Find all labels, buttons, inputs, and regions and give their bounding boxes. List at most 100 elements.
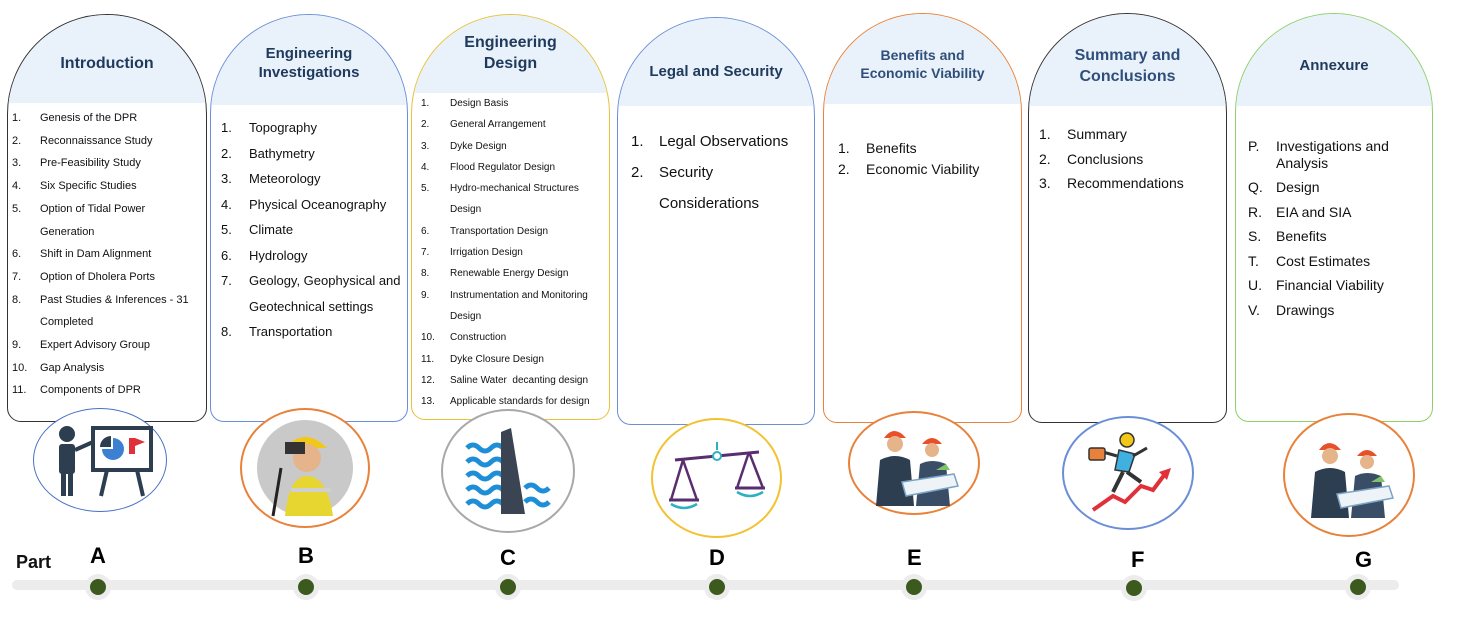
part-e-list: 1.Benefits 2.Economic Viability <box>824 104 1021 180</box>
part-d-title: Legal and Security <box>649 63 783 81</box>
list-item: 4.Physical Oceanography <box>221 196 387 212</box>
surveyor-icon <box>257 420 353 517</box>
list-item: 6.Transportation Design <box>421 225 549 237</box>
list-item: 1.Genesis of the DPR <box>12 112 138 124</box>
growth-runner-icon <box>1088 432 1171 512</box>
part-c-letter: C <box>500 545 516 570</box>
part-g-title: Annexure <box>1299 57 1369 75</box>
part-b-list: 1.Topography 2.Bathymetry 3.Meteorology … <box>211 105 407 345</box>
part-d-card: Legal and Security 1.Legal Observations … <box>617 17 815 425</box>
part-c-icon-circle <box>441 409 575 533</box>
presentation-board-icon <box>59 426 153 497</box>
list-item: 4.Flood Regulator Design <box>421 161 556 173</box>
list-item: 3.Pre-Feasibility Study <box>12 157 141 170</box>
dam-water-icon <box>465 428 551 514</box>
part-f-icon-circle <box>1062 416 1194 530</box>
list-item: 13.Applicable standards for design <box>421 396 590 408</box>
list-item: 2.Economic Viability <box>838 161 980 177</box>
engineers-icon <box>876 431 959 506</box>
list-item: 1.Design Basis <box>421 98 509 109</box>
list-item: 3.Dyke Design <box>421 140 507 152</box>
list-item: 8.Transportation <box>221 324 333 339</box>
part-c-list: 1.Design Basis 2.General Arrangement 3.D… <box>412 93 609 412</box>
part-d-title-area: Legal and Security <box>618 18 814 106</box>
part-e-letter: E <box>907 545 922 570</box>
list-item: 7.Irrigation Design <box>421 247 523 259</box>
timeline-node-g <box>1350 579 1366 595</box>
list-item: 2.Security Considerations <box>631 164 760 212</box>
part-g-list: P.Investigations and Analysis Q.Design R… <box>1236 106 1432 318</box>
part-d-letter: D <box>709 545 725 570</box>
part-c-title: Engineering Design <box>464 34 557 72</box>
list-item: 8.Renewable Energy Design <box>421 268 569 280</box>
part-e-icon-circle <box>848 411 980 515</box>
part-f-letter: F <box>1131 547 1145 572</box>
part-b-letter: B <box>298 543 314 568</box>
list-item: V.Drawings <box>1248 301 1335 318</box>
part-d-icon-circle <box>651 418 782 538</box>
timeline-node-b <box>298 579 314 595</box>
list-item: 12.Saline Water decanting design <box>421 374 589 386</box>
list-item: 5.Climate <box>221 222 294 237</box>
part-g-title-area: Annexure <box>1236 14 1432 106</box>
list-item: 7.Geology, Geophysical and Geotechnical … <box>221 273 401 314</box>
part-g-card: Annexure P.Investigations and Analysis Q… <box>1235 13 1433 422</box>
list-item: 6.Shift in Dam Alignment <box>12 248 152 261</box>
list-item: 3.Meteorology <box>221 171 321 186</box>
list-item: 11.Components of DPR <box>12 384 141 397</box>
part-e-card: Benefits and Economic Viability 1.Benefi… <box>823 13 1022 423</box>
part-a-title-area: Introduction <box>8 15 206 103</box>
timeline-node-d <box>709 579 725 595</box>
list-item: 1.Legal Observations <box>631 133 789 150</box>
list-item: 2.Bathymetry <box>221 145 315 161</box>
list-item: P.Investigations and Analysis <box>1248 138 1389 171</box>
part-a-letter: A <box>90 543 106 568</box>
scales-of-justice-icon <box>668 442 765 510</box>
list-item: Q.Design <box>1248 179 1320 195</box>
part-d-list: 1.Legal Observations 2.Security Consider… <box>618 106 814 219</box>
list-item: 4.Six Specific Studies <box>12 180 137 193</box>
part-e-title-area: Benefits and Economic Viability <box>824 14 1021 104</box>
part-a-card: Introduction 1.Genesis of the DPR 2.Reco… <box>7 14 207 422</box>
part-a-list: 1.Genesis of the DPR 2.Reconnaissance St… <box>8 103 206 402</box>
list-item: 1.Summary <box>1039 126 1127 142</box>
part-g-icon-circle <box>1283 413 1415 537</box>
part-f-title: Summary and Conclusions <box>1074 47 1181 85</box>
list-item: U.Financial Viability <box>1248 277 1384 293</box>
timeline-node-c <box>500 579 516 595</box>
list-item: R.EIA and SIA <box>1248 203 1352 220</box>
list-item: 2.Conclusions <box>1039 150 1144 167</box>
list-item: 1.Topography <box>221 120 317 135</box>
timeline-node-f <box>1126 580 1142 596</box>
list-item: 2.Reconnaissance Study <box>12 134 153 147</box>
engineers-icon <box>1311 443 1394 518</box>
part-f-card: Summary and Conclusions 1.Summary 2.Conc… <box>1028 13 1227 423</box>
part-e-title: Benefits and Economic Viability <box>860 46 985 81</box>
list-item: 5.Hydro-mechanical Structures Design <box>421 183 579 216</box>
timeline-track <box>12 580 1399 590</box>
list-item: 10.Construction <box>421 332 507 344</box>
list-item: T.Cost Estimates <box>1248 252 1371 269</box>
timeline-node-e <box>906 579 922 595</box>
part-f-list: 1.Summary 2.Conclusions 3.Recommendation… <box>1029 106 1226 196</box>
list-item: 3.Recommendations <box>1039 175 1184 191</box>
list-item: 1.Benefits <box>838 140 917 156</box>
timeline-label: Part <box>16 552 52 572</box>
part-f-title-area: Summary and Conclusions <box>1029 14 1226 106</box>
list-item: 7.Option of Dholera Ports <box>12 270 155 283</box>
timeline-node-a <box>90 579 106 595</box>
part-b-icon-circle <box>240 408 370 528</box>
list-item: 2.General Arrangement <box>421 119 546 131</box>
list-item: 9.Expert Advisory Group <box>12 339 151 352</box>
list-item: 11.Dyke Closure Design <box>421 353 544 365</box>
part-b-card: Engineering Investigations 1.Topography … <box>210 14 408 422</box>
part-c-card: Engineering Design 1.Design Basis 2.Gene… <box>411 14 610 420</box>
list-item: 5.Option of Tidal Power Generation <box>12 202 146 238</box>
part-a-title: Introduction <box>60 54 154 72</box>
list-item: 9.Instrumentation and Monitoring Design <box>421 289 588 322</box>
part-g-letter: G <box>1355 547 1373 572</box>
list-item: 8.Past Studies & Inferences - 31 Complet… <box>12 293 189 329</box>
part-c-title-area: Engineering Design <box>412 15 609 93</box>
part-b-title: Engineering Investigations <box>258 44 360 82</box>
list-item: S.Benefits <box>1248 228 1327 244</box>
